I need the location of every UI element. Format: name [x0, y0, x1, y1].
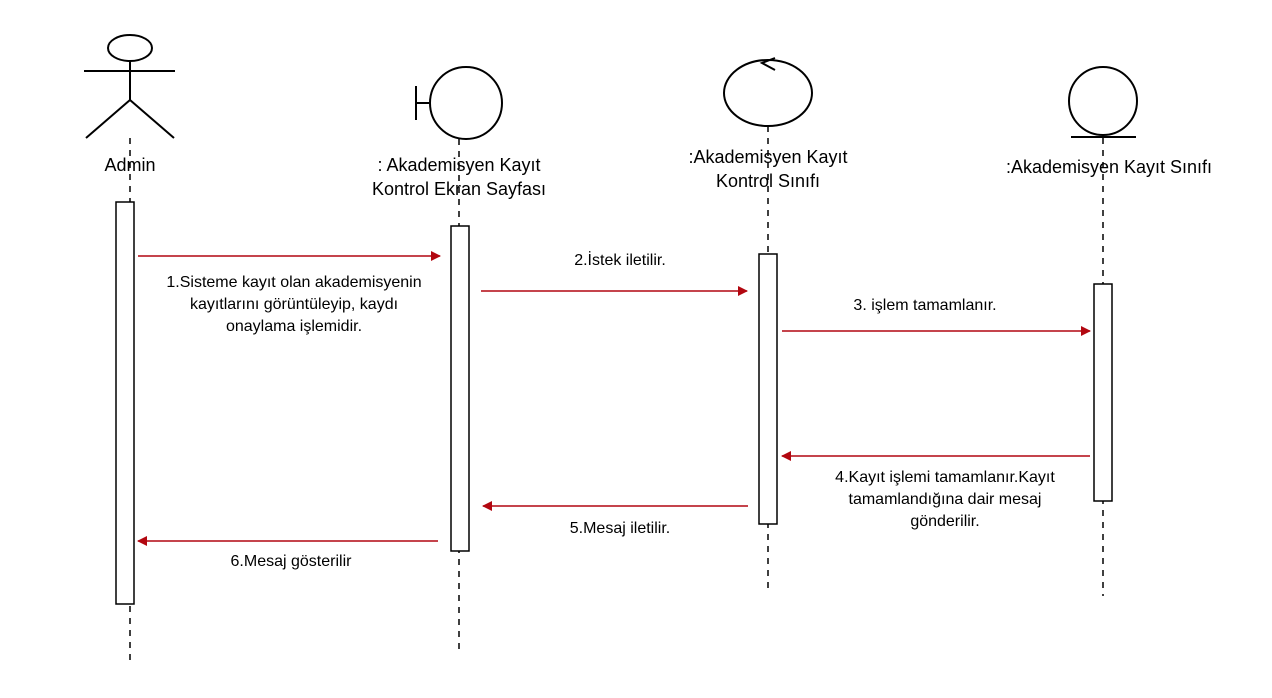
message-1-label: 1.Sisteme kayıt olan akademisyenin kayıt…: [166, 274, 422, 335]
admin-activation-bar: [115, 201, 135, 605]
control-activation-bar: [758, 253, 778, 525]
boundary-activation-bar: [450, 225, 470, 552]
participant-label-control: :Akademisyen Kayıt Kontrol Sınıfı: [688, 147, 848, 191]
control-icon: [723, 57, 813, 127]
message-2-label: 2.İstek iletilir.: [574, 252, 666, 269]
participant-label-boundary: : Akademisyen Kayıt Kontrol Ekran Sayfas…: [371, 155, 547, 199]
participant-label-entity: :Akademisyen Kayıt Sınıfı: [1005, 157, 1213, 177]
admin-actor-icon: [84, 34, 175, 139]
entity-icon: [1068, 66, 1138, 138]
boundary-icon: [415, 66, 503, 140]
message-4-label: 4.Kayıt işlemi tamamlanır.Kayıt tamamlan…: [835, 469, 1055, 530]
message-3-label: 3. işlem tamamlanır.: [853, 297, 997, 314]
lifelines: [129, 126, 1104, 660]
message-5-label: 5.Mesaj iletilir.: [569, 520, 671, 537]
message-6-label: 6.Mesaj gösterilir: [230, 553, 352, 570]
participant-label-admin: Admin: [104, 155, 156, 175]
entity-activation-bar: [1093, 283, 1113, 502]
